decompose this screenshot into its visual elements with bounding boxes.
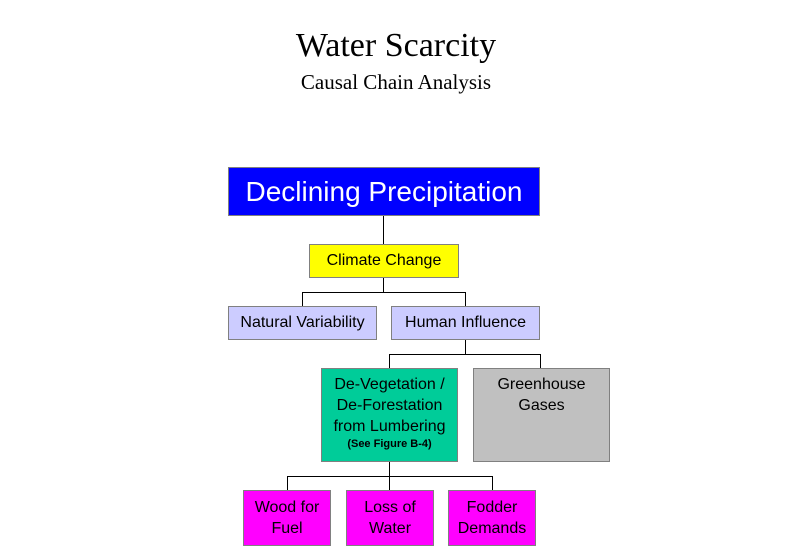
fodder-line: Demands — [457, 520, 527, 537]
devegetation-line: De-Forestation — [336, 397, 443, 414]
node-greenhouse-gases: Greenhouse Gases — [473, 368, 610, 462]
wood-line: Fuel — [271, 520, 303, 537]
diagram-subtitle: Causal Chain Analysis — [300, 70, 492, 94]
node-climate-change: Climate Change — [309, 244, 459, 278]
loss-line: Water — [368, 520, 412, 537]
greenhouse-line: Gases — [518, 397, 565, 414]
connector-line — [302, 277, 466, 306]
devegetation-line: De-Vegetation / — [334, 376, 445, 393]
connector-line — [287, 461, 493, 490]
node-loss-of-water: Loss of Water — [346, 490, 434, 546]
devegetation-line: from Lumbering — [333, 418, 446, 435]
greenhouse-line: Greenhouse — [497, 376, 586, 393]
node-wood-for-fuel: Wood for Fuel — [243, 490, 331, 546]
devegetation-note: (See Figure B-4) — [347, 438, 432, 450]
loss-line: Loss of — [364, 499, 416, 516]
node-devegetation: De-Vegetation / De-Forestation from Lumb… — [321, 368, 458, 462]
connector-line — [389, 339, 541, 368]
node-fodder-demands: Fodder Demands — [448, 490, 536, 546]
node-human-influence: Human Influence — [391, 306, 540, 340]
node-declining-precipitation: Declining Precipitation — [228, 167, 540, 216]
fodder-line: Fodder — [466, 499, 518, 516]
diagram-title: Water Scarcity — [295, 27, 497, 64]
wood-line: Wood for — [254, 499, 320, 516]
node-natural-variability: Natural Variability — [228, 306, 377, 340]
